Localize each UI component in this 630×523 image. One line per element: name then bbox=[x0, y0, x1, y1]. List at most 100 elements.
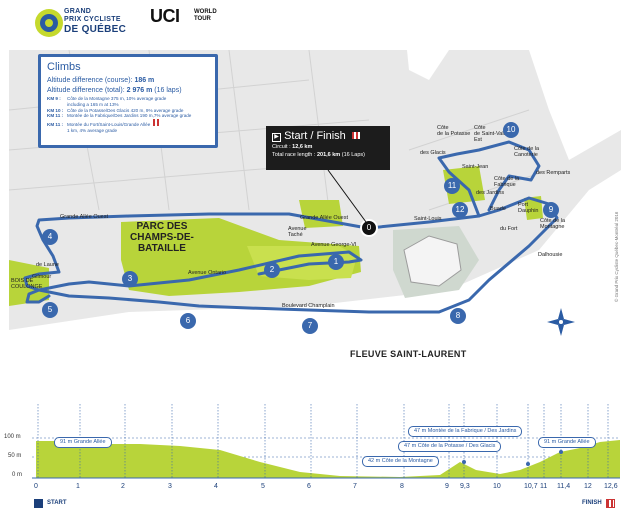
climb-km: KM 10 : bbox=[47, 107, 64, 113]
x-tick: 6 bbox=[307, 483, 311, 490]
x-tick: 11,4 bbox=[557, 483, 571, 490]
x-tick: 3 bbox=[168, 483, 172, 490]
circuit-value: 12,6 km bbox=[292, 144, 313, 150]
fabrique-1: Côte de la bbox=[494, 176, 520, 182]
annotation-potasse: 47 m Côte de la Potasse / Des Glacis bbox=[398, 441, 502, 452]
climb-item: KM 11 :Montée du Fort/Saint-Louis/Grande… bbox=[47, 119, 209, 128]
length-note: (16 Laps) bbox=[341, 152, 365, 158]
gpc-logo-icon bbox=[35, 9, 63, 37]
marker-1: 1 bbox=[328, 254, 344, 270]
play-icon: ▶ bbox=[272, 133, 281, 142]
x-tick: 12 bbox=[584, 483, 592, 490]
x-tick: 10,7 bbox=[524, 483, 538, 490]
marker-11: 11 bbox=[444, 178, 460, 194]
profile-graphic bbox=[32, 404, 620, 479]
logo-line3: DE QUÉBEC bbox=[64, 24, 127, 35]
profile-point bbox=[526, 462, 530, 466]
profile-point bbox=[559, 450, 563, 454]
x-tick: 0 bbox=[34, 483, 38, 490]
bois-2: COULONGE bbox=[11, 284, 43, 290]
saint-vallier-1: Côte bbox=[474, 125, 486, 131]
park-3: BATAILLE bbox=[137, 243, 186, 254]
street-remparts: des Remparts bbox=[536, 170, 571, 176]
street-port-dauphin: Port Dauphin bbox=[518, 202, 539, 214]
annotation-grande-allee-2: 91 m Grande Allée bbox=[538, 437, 596, 448]
street-des-glacis: des Glacis bbox=[420, 150, 446, 156]
x-tick: 10 bbox=[493, 483, 501, 490]
length-label: Total race length : bbox=[272, 152, 316, 158]
marker-10: 10 bbox=[503, 122, 519, 138]
climb-item: KM 9 :Côte de la Montagne 375 m, 10% ave… bbox=[47, 96, 209, 102]
total-label: Altitude difference (total): bbox=[47, 87, 125, 94]
length-value: 201,6 km bbox=[316, 152, 341, 158]
bois-1: BOIS DE bbox=[11, 278, 34, 284]
park-label: PARC DES CHAMPS-DE- BATAILLE bbox=[130, 221, 194, 254]
place-bois-de-coulonge: BOIS DE COULONGE bbox=[11, 278, 42, 290]
x-tick: 4 bbox=[214, 483, 218, 490]
climbs-title: Climbs bbox=[47, 61, 81, 73]
street-champlain: Boulevard Champlain bbox=[282, 303, 335, 309]
fabrique-2: Fabrique bbox=[494, 182, 516, 188]
y-label-0: 0 m bbox=[12, 472, 23, 478]
uci-logo: UCI bbox=[150, 6, 180, 26]
potasse-2: de la Potasse bbox=[437, 131, 471, 137]
start-finish-panel: ▶ Start / Finish Circuit : 12,6 km Total… bbox=[266, 126, 390, 170]
park-1: PARC DES bbox=[136, 221, 188, 232]
x-tick: 9,3 bbox=[460, 483, 470, 490]
circuit-row: Circuit : 12,6 km bbox=[272, 143, 384, 151]
logo-line2: PRIX CYCLISTE bbox=[64, 16, 121, 23]
street-dalhousie: Dalhousie bbox=[538, 252, 563, 258]
length-row: Total race length : 201,6 km (16 Laps) bbox=[272, 151, 384, 159]
uci-sub2: TOUR bbox=[194, 16, 211, 22]
street-cote-potasse: Côte de la Potasse bbox=[437, 125, 470, 137]
finish-label: FINISH bbox=[582, 500, 602, 506]
river-label: FLEUVE SAINT-LAURENT bbox=[350, 349, 467, 359]
x-tick: 12,6 bbox=[604, 483, 618, 490]
marker-9: 9 bbox=[543, 202, 559, 218]
start-label: START bbox=[47, 500, 67, 506]
street-buade: Buade bbox=[490, 206, 506, 212]
port-dauphin-2: Dauphin bbox=[518, 208, 539, 214]
gpc-logo-text: GRAND PRIX CYCLISTE DE QUÉBEC bbox=[64, 8, 126, 35]
marker-3: 3 bbox=[122, 271, 138, 287]
climb-km: KM 11 : bbox=[47, 113, 64, 119]
street-ontario: Avenue Ontario bbox=[188, 270, 227, 276]
street-canoterie: Côte de la Canoterie bbox=[514, 146, 539, 158]
climb-text: 1 km, 4% average grade bbox=[67, 127, 118, 133]
street-du-fort: du Fort bbox=[500, 226, 518, 232]
x-tick: 8 bbox=[400, 483, 404, 490]
montagne-2: Montagne bbox=[540, 224, 565, 230]
canoterie-1: Côte de la bbox=[514, 146, 540, 152]
street-avenue-taché-1: Avenue bbox=[288, 226, 307, 232]
street-george-vi: Avenue George-VI bbox=[311, 242, 357, 248]
profile-point bbox=[462, 460, 466, 464]
header: GRAND PRIX CYCLISTE DE QUÉBEC UCI WORLD … bbox=[0, 0, 630, 44]
total-note: (16 laps) bbox=[154, 87, 182, 94]
x-tick: 7 bbox=[353, 483, 357, 490]
street-gilmour: Gilmour bbox=[32, 274, 52, 280]
marker-6: 6 bbox=[180, 313, 196, 329]
street-fabrique: Côte de la Fabrique bbox=[494, 176, 519, 188]
total-value: 2 976 m bbox=[126, 87, 153, 94]
street-grande-allee-ouest-east: Grande Allée Ouest bbox=[300, 215, 349, 221]
finish-icon bbox=[606, 499, 615, 508]
marker-0: 0 bbox=[360, 219, 378, 237]
street-avenue-taché: Avenue Taché bbox=[288, 226, 307, 238]
start-icon bbox=[34, 499, 43, 508]
climb-text: Montée de la Fabrique/Des Jardins 190 m,… bbox=[67, 113, 192, 119]
street-saint-vallier: Côte de Saint-Vallier Est bbox=[474, 125, 511, 143]
uci-sub1: WORLD bbox=[194, 9, 217, 15]
montagne-1: Côte de la bbox=[540, 218, 566, 224]
circuit-label: Circuit : bbox=[272, 144, 291, 150]
logo-line1: GRAND bbox=[64, 8, 92, 15]
marker-4: 4 bbox=[42, 229, 58, 245]
course-value: 186 m bbox=[134, 77, 155, 84]
climbs-panel: Climbs Altitude difference (course): 186… bbox=[38, 54, 218, 148]
park-2: CHAMPS-DE- bbox=[130, 232, 194, 243]
marker-8: 8 bbox=[450, 308, 466, 324]
course-label: Altitude difference (course): bbox=[47, 77, 133, 84]
uci-world-tour: WORLD TOUR bbox=[194, 9, 217, 23]
marker-2: 2 bbox=[264, 262, 280, 278]
